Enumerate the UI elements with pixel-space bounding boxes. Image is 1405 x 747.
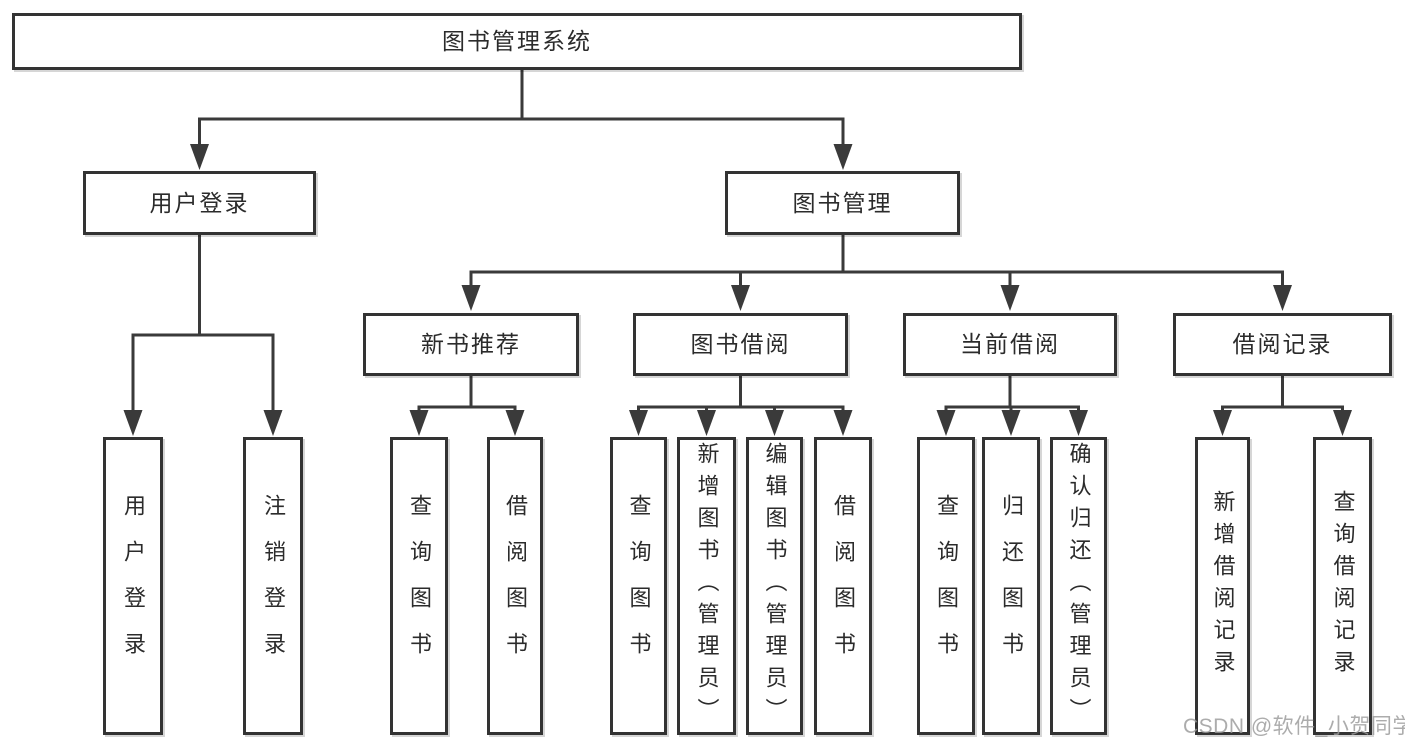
node-new-book-recommendation: 新书推荐 (363, 313, 579, 376)
leaf-confirm-return-admin: 确认归还（管理员） (1050, 437, 1107, 735)
leaf-logout: 注销登录 (243, 437, 303, 735)
leaf-query-books-current: 查询图书 (917, 437, 975, 735)
leaf-return-books: 归还图书 (982, 437, 1040, 735)
node-book-borrowing: 图书借阅 (633, 313, 848, 376)
leaf-borrow-books-borrowing: 借阅图书 (814, 437, 872, 735)
leaf-edit-book-admin: 编辑图书（管理员） (746, 437, 803, 735)
leaf-query-books-borrowing: 查询图书 (610, 437, 667, 735)
node-root: 图书管理系统 (12, 13, 1022, 70)
leaf-borrow-books-recommend: 借阅图书 (487, 437, 543, 735)
node-user-login: 用户登录 (83, 171, 316, 235)
leaf-query-borrow-record: 查询借阅记录 (1313, 437, 1372, 735)
leaf-query-books-recommend: 查询图书 (390, 437, 448, 735)
node-current-borrowing: 当前借阅 (903, 313, 1117, 376)
leaf-add-borrow-record: 新增借阅记录 (1195, 437, 1250, 735)
leaf-add-book-admin: 新增图书（管理员） (677, 437, 736, 735)
leaf-user-login: 用户登录 (103, 437, 163, 735)
node-book-management: 图书管理 (725, 171, 960, 235)
watermark: CSDN @软件_小贺同学 (1183, 715, 1405, 738)
node-borrowing-records: 借阅记录 (1173, 313, 1392, 376)
